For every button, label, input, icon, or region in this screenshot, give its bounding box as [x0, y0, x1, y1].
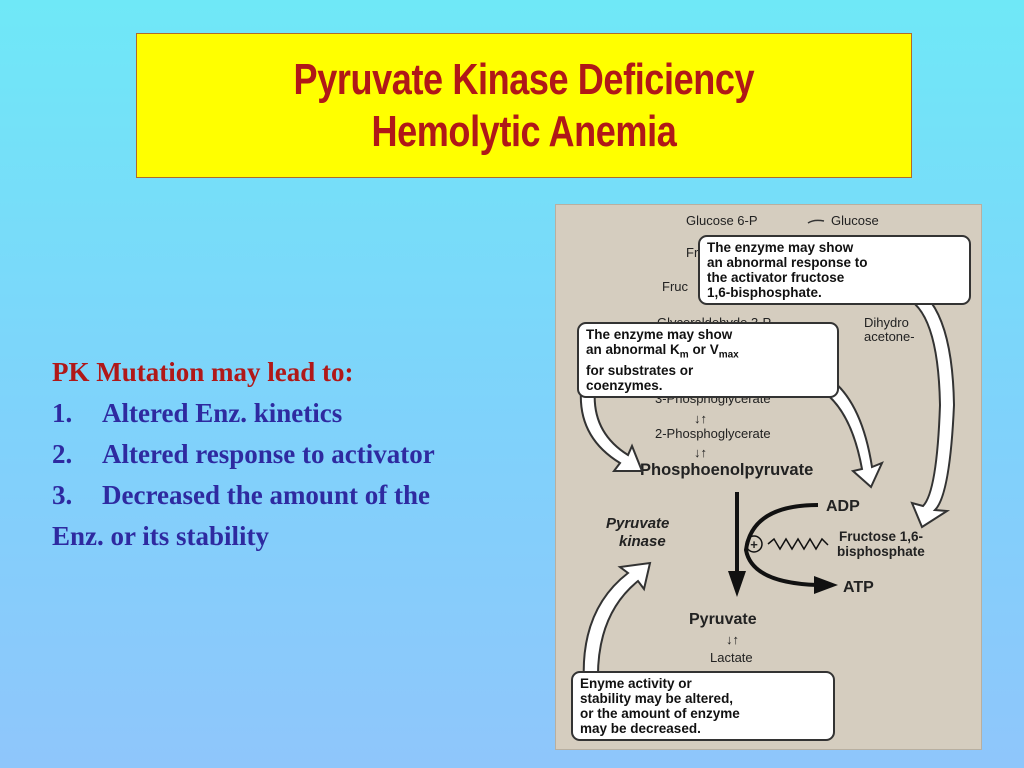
atp-arrowhead: [814, 576, 838, 594]
activation-plus-sign: +: [750, 537, 758, 552]
stability-callout-arrow: [582, 561, 652, 684]
phosphoenolpyruvate-label: Phosphoenolpyruvate: [640, 461, 813, 479]
slide-title-line-2: Hemolytic Anemia: [371, 106, 677, 156]
glycolysis-figure: Glucose 6-P Glucose Fr Fruc Glyceraldehy…: [555, 204, 982, 750]
activation-plus-icon: [745, 535, 763, 553]
stability-callout: Enyme activity or stability may be alter…: [571, 671, 835, 741]
fructose-6-p-label: Fr: [686, 245, 699, 260]
list-item: 3.Decreased the amount of the: [52, 480, 430, 510]
list-item-continuation: Enz. or its stability: [52, 521, 270, 551]
activator-callout: The enzyme may show an abnormal response…: [698, 235, 971, 305]
list-heading: PK Mutation may lead to:: [52, 357, 354, 387]
2-phosphoglycerate-label: 2-Phosphoglycerate: [655, 426, 771, 441]
list-item: 2.Altered response to activator: [52, 439, 435, 469]
activator-callout-arrow: [893, 279, 956, 529]
activator-label-1: Fructose 1,6-: [839, 529, 923, 544]
list-item: 1.Altered Enz. kinetics: [52, 398, 343, 428]
slide-title-line-1: Pyruvate Kinase Deficiency: [293, 54, 755, 104]
adp-label: ADP: [826, 498, 860, 515]
enzyme-name-line-1: Pyruvate: [606, 515, 669, 532]
reversible-arrow-icon: ↓↑: [694, 445, 707, 460]
reversible-arrow-icon: ↓↑: [726, 632, 739, 647]
glucose-arrow: [807, 219, 825, 224]
pk-reaction-arrowhead: [728, 571, 746, 597]
dihydroxyacetone-label-1: Dihydro: [864, 315, 909, 330]
activation-zigzag: [767, 537, 829, 551]
enzyme-name-line-2: kinase: [619, 533, 666, 550]
lactate-label: Lactate: [710, 650, 753, 665]
fructose-bisphosphate-label: Fruc: [662, 279, 689, 294]
dihydroxyacetone-label-2: acetone-: [864, 329, 915, 344]
kinetics-callout: The enzyme may show an abnormal Km or Vm…: [577, 322, 839, 398]
title-box: Pyruvate Kinase Deficiency Hemolytic Ane…: [136, 33, 912, 178]
mutation-effects-list: PK Mutation may lead to: 1.Altered Enz. …: [52, 352, 532, 557]
atp-label: ATP: [843, 579, 874, 596]
reversible-arrow-icon: ↓↑: [694, 411, 707, 426]
glucose-label: Glucose: [831, 213, 879, 228]
adp-atp-curve: [743, 503, 819, 587]
pyruvate-label: Pyruvate: [689, 611, 757, 628]
activator-label-2: bisphosphate: [837, 544, 925, 559]
glucose-6-p-label: Glucose 6-P: [686, 213, 758, 228]
